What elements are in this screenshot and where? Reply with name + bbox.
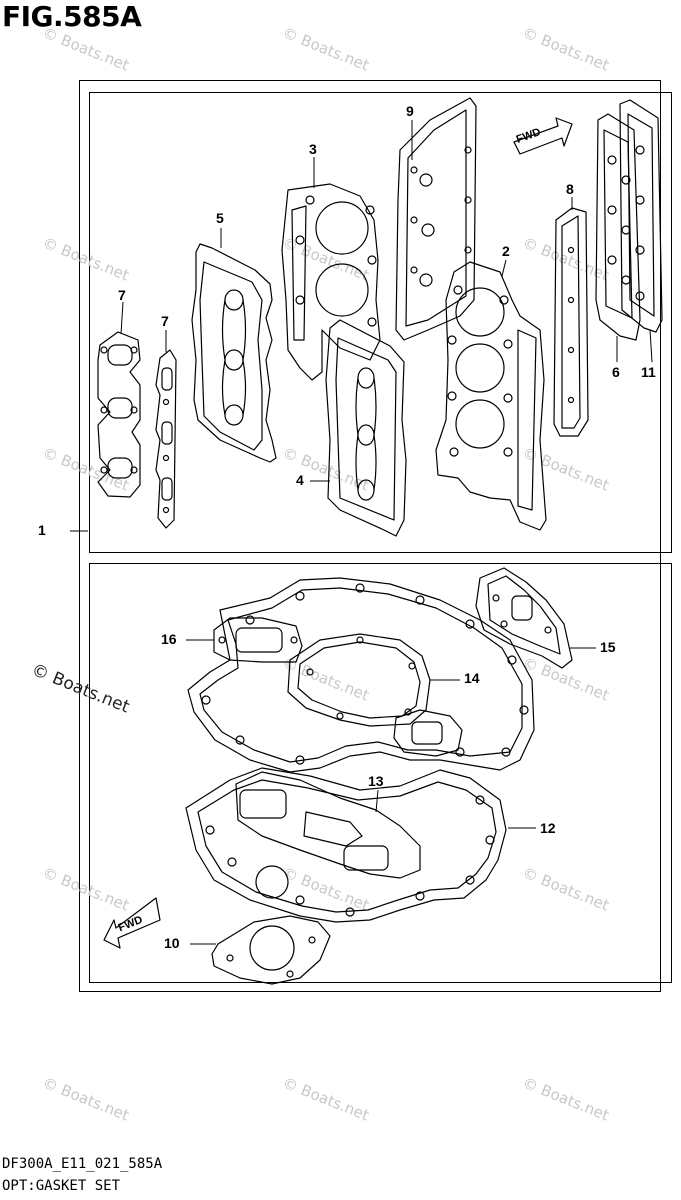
callout-16: 16	[161, 631, 177, 647]
callout-9: 9	[406, 103, 414, 119]
leader-lines-bottom	[186, 639, 596, 945]
gasket-2	[435, 261, 547, 531]
callout-14: 14	[464, 670, 480, 686]
panel-bottom	[89, 563, 672, 983]
callout-12: 12	[540, 820, 556, 836]
panel-top	[89, 92, 672, 553]
callout-8: 8	[566, 181, 574, 197]
callout-15: 15	[600, 639, 616, 655]
callout-7-right: 7	[161, 313, 169, 329]
gasket-6	[595, 113, 641, 341]
gasket-3	[281, 183, 381, 381]
figure-title: FIG.585A	[2, 0, 142, 33]
gasket-12-lower	[185, 767, 507, 923]
gasket-7-right	[155, 349, 177, 529]
gasket-15	[475, 567, 573, 669]
gasket-16	[213, 617, 303, 663]
gasket-14	[287, 633, 431, 727]
callout-1: 1	[38, 522, 46, 538]
outer-frame	[79, 80, 661, 992]
gasket-7-left	[97, 331, 141, 498]
callout-2: 2	[502, 243, 510, 259]
gasket-12	[187, 577, 535, 773]
callout-5: 5	[216, 210, 224, 226]
gasket-11	[619, 99, 663, 333]
figure-description: OPT:GASKET SET	[2, 1178, 121, 1194]
gasket-10	[211, 915, 331, 985]
gasket-13	[235, 771, 421, 879]
callout-11: 11	[641, 364, 656, 380]
callout-13: 13	[368, 773, 384, 789]
figure-code: DF300A_E11_021_585A	[2, 1156, 163, 1172]
gasket-8	[553, 207, 589, 437]
gasket-4	[325, 319, 407, 537]
leader-lines-top	[70, 120, 653, 532]
gasket-9	[395, 97, 477, 341]
callout-10: 10	[164, 935, 180, 951]
callout-6: 6	[612, 364, 620, 380]
callout-4: 4	[296, 472, 304, 488]
gasket-5	[191, 243, 277, 463]
fwd-arrow-top	[513, 117, 573, 155]
callout-7-left: 7	[118, 287, 126, 303]
fwd-arrow-bottom	[103, 897, 161, 949]
gasket-small-right	[393, 709, 463, 757]
callout-3: 3	[309, 141, 317, 157]
